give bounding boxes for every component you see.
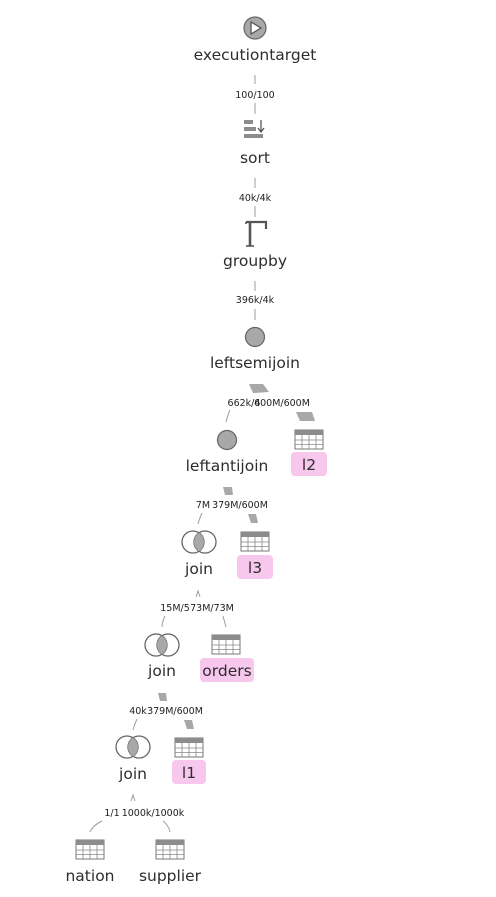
table-icon [174, 737, 204, 758]
table-node-nation[interactable]: nation [65, 839, 115, 885]
highlight-pill [172, 760, 206, 784]
table-label: l2 [302, 456, 316, 474]
sort-icon [244, 120, 265, 138]
node-join-2[interactable]: join [144, 633, 180, 680]
node-label: join [147, 662, 176, 680]
edge-line [132, 718, 138, 731]
edge-flow-mark [184, 720, 194, 729]
edge-flow-mark [249, 384, 269, 393]
node-join-3[interactable]: join [115, 735, 151, 783]
edge-flow-mark [223, 487, 233, 495]
highlight-pill [200, 658, 254, 682]
table-node-l3[interactable]: l3 [237, 531, 273, 579]
edge-label-join1-join2: 15M/5 [160, 603, 190, 614]
node-label: join [118, 765, 147, 783]
highlight-pill [291, 452, 327, 476]
venn-icon [181, 530, 217, 554]
edge-label-anti-l3: 379M/600M [212, 500, 268, 511]
table-icon [75, 839, 105, 860]
edge-label-join2-l1: 379M/600M [147, 706, 203, 717]
highlight-pill [237, 555, 273, 579]
edge-label-anti-join1: 7M [196, 500, 210, 511]
venn-icon [144, 633, 180, 657]
table-node-orders[interactable]: orders [200, 634, 254, 682]
circle-icon [244, 326, 266, 348]
play-icon [243, 16, 267, 40]
edge-label-semi-anti: 662k/4 [228, 398, 261, 409]
table-icon [211, 634, 241, 655]
edge-line [222, 615, 227, 628]
node-leftsemijoin[interactable]: leftsemijoin [210, 326, 300, 373]
edge-line [130, 793, 136, 802]
table-node-l2[interactable]: l2 [291, 429, 327, 476]
edge-line [161, 615, 166, 628]
node-join-1[interactable]: join [181, 530, 217, 578]
edge-label-join3-supplier: 1000k/1000k [122, 808, 185, 819]
edge-label-groupby-semi: 396k/4k [236, 295, 275, 306]
node-executiontarget[interactable]: executiontarget [194, 16, 317, 64]
table-node-l1[interactable]: l1 [172, 737, 206, 784]
node-label: leftantijoin [186, 457, 269, 475]
circle-icon [216, 429, 238, 451]
table-icon [294, 429, 324, 450]
edge-label-semi-l2: 600M/600M [254, 398, 310, 409]
edge-label-target-sort: 100/100 [235, 90, 274, 101]
node-label: join [184, 560, 213, 578]
edges: 100/100 40k/4k 396k/4k 662k/4 600M/600M … [89, 75, 315, 833]
table-label: nation [65, 867, 114, 885]
node-label: leftsemijoin [210, 354, 300, 372]
table-label: orders [202, 662, 251, 680]
edge-flow-mark [296, 412, 315, 421]
edge-line [225, 409, 231, 423]
edge-line [89, 820, 103, 833]
node-label: groupby [223, 252, 287, 270]
edge-line [162, 820, 171, 833]
table-node-supplier[interactable]: supplier [139, 839, 202, 885]
edge-flow-mark [158, 693, 167, 701]
venn-icon [115, 735, 151, 759]
edge-flow-mark [248, 514, 258, 523]
table-label: l3 [248, 559, 262, 577]
edge-line [195, 589, 201, 598]
table-label: supplier [139, 867, 202, 885]
edge-label-sort-groupby: 40k/4k [239, 193, 272, 204]
node-label: sort [240, 149, 270, 167]
edge-label-join1-orders: 73M/73M [190, 603, 234, 614]
table-icon [240, 531, 270, 552]
table-label: l1 [182, 764, 196, 782]
edge-label-join3-nation: 1/1 [104, 808, 119, 819]
gamma-icon [245, 220, 268, 247]
node-groupby[interactable]: groupby [223, 220, 287, 270]
edge-label-join2-join3: 40k [129, 706, 147, 717]
node-leftantijoin[interactable]: leftantijoin [186, 429, 269, 476]
node-label: executiontarget [194, 46, 317, 64]
edge-line [197, 512, 203, 525]
node-sort[interactable]: sort [240, 120, 270, 167]
table-icon [155, 839, 185, 860]
